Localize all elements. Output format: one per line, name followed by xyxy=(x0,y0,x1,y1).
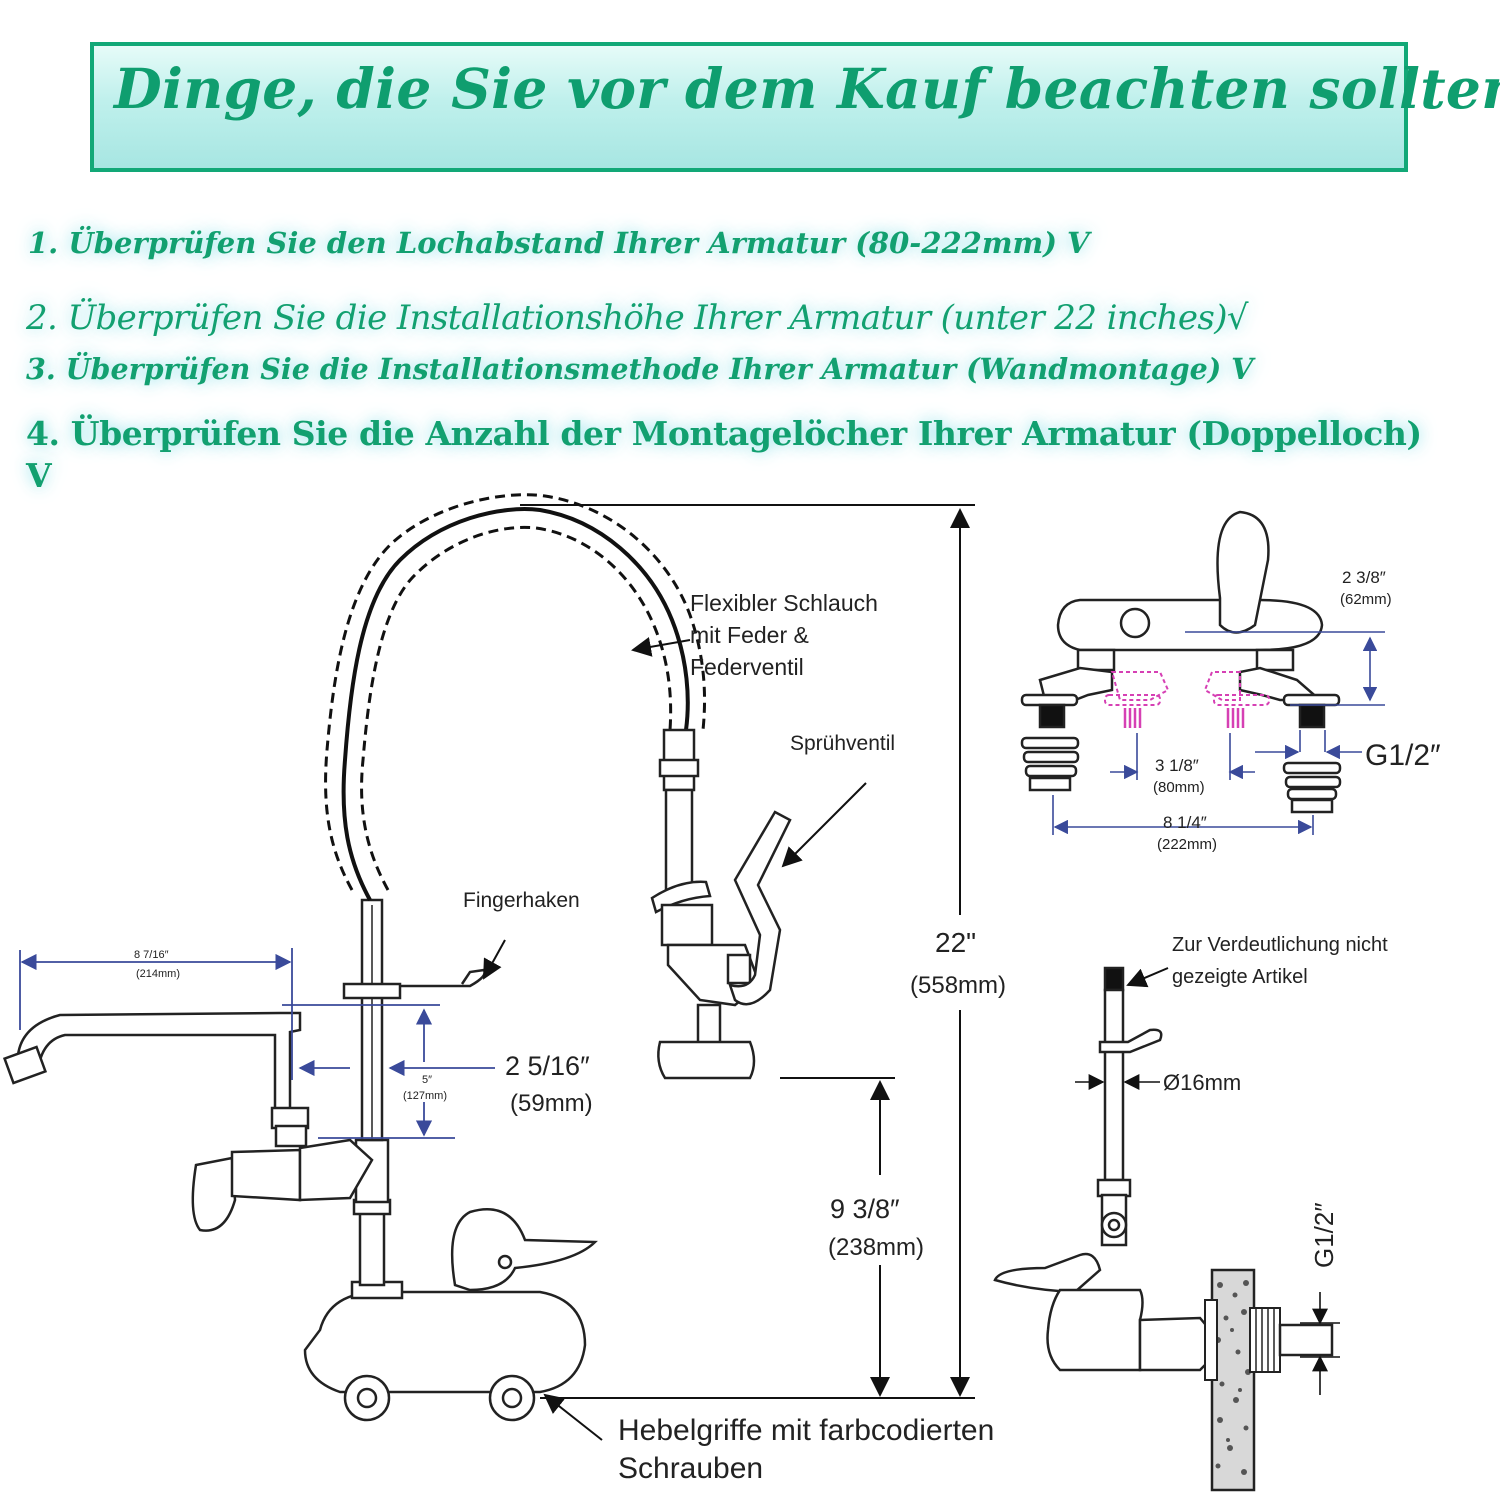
body-height-mm-label: (62mm) xyxy=(1340,591,1392,608)
spray-nozzle xyxy=(657,1040,756,1080)
faucet-base-body xyxy=(303,1290,587,1394)
check-item-installation-method: 3. Überprüfen Sie die Installationsmetho… xyxy=(26,352,1254,386)
spray-valve-label: Sprühventil xyxy=(790,732,895,755)
riser-pipe-lower xyxy=(358,1208,386,1287)
inset-dimension-lines xyxy=(1052,631,1385,835)
check-item-hole-spacing: 1. Überprüfen Sie den Lochabstand Ihrer … xyxy=(28,226,1090,260)
spray-head xyxy=(664,788,694,892)
riser-diameter-label: Ø16mm xyxy=(1163,1070,1241,1095)
spray-valve-lever xyxy=(728,810,792,1006)
faucet-diagram: Flexibler Schlauch mit Feder & Federvent… xyxy=(2,493,1441,1492)
height-in-label: 22" xyxy=(935,927,976,958)
hose-label: Flexibler Schlauch mit Feder & Federvent… xyxy=(690,590,884,680)
inlet-spacing-max-in-label: 8 1/4″ xyxy=(1163,813,1207,832)
check-item-mounting-holes: 4. Überprüfen Sie die Anzahl der Montage… xyxy=(26,414,1422,453)
check-item-installation-height: 2. Überprüfen Sie die Installationshöhe … xyxy=(26,298,1249,338)
body-height-in-label: 2 3/8″ xyxy=(1342,568,1386,587)
thread-side-label: G1/2″ xyxy=(1309,1202,1339,1268)
check-item-mounting-holes-mark: V xyxy=(26,456,52,495)
finger-hook xyxy=(342,982,402,1000)
page-title: Dinge, die Sie vor dem Kauf beachten sol… xyxy=(114,56,1500,121)
main-dimension-lines xyxy=(520,504,975,1399)
spout-offset-mm-label: (59mm) xyxy=(510,1090,593,1117)
hook-offset-mm-label: (127mm) xyxy=(403,1090,447,1102)
wall-mount-illustration xyxy=(993,966,1212,1372)
spout-reach-mm-label: (214mm) xyxy=(136,968,180,980)
wall-dimension-lines xyxy=(1075,1074,1340,1395)
spray-height-in-label: 9 3/8″ xyxy=(830,1194,900,1224)
spring-hose xyxy=(341,507,690,901)
base-inset-illustration xyxy=(1020,510,1342,814)
spout-reach-in-label: 8 7/16″ xyxy=(134,949,169,961)
riser-pipe-detail xyxy=(1103,988,1125,1182)
not-shown-label: Zur Verdeutlichung nicht gezeigte Artike… xyxy=(1172,934,1393,988)
spout xyxy=(16,1011,302,1112)
hook-offset-in-label: 5″ xyxy=(422,1074,432,1086)
finger-hook-label: Fingerhaken xyxy=(463,889,580,912)
faucet-illustration xyxy=(2,493,792,1422)
spray-height-mm-label: (238mm) xyxy=(828,1234,924,1261)
thread-top-label: G1/2″ xyxy=(1365,739,1441,772)
alternate-inlet-highlight xyxy=(1104,671,1270,706)
callout-leaders xyxy=(483,637,1169,1441)
inset-body xyxy=(1056,598,1324,652)
inlet-spacing-min-mm-label: (80mm) xyxy=(1153,779,1205,796)
spout-offset-in-label: 2 5/16″ xyxy=(505,1051,590,1081)
wall-lever-handle xyxy=(993,1252,1102,1294)
height-mm-label: (558mm) xyxy=(910,972,1006,999)
lever-label: Hebelgriffe mit farbcodierten Schrauben xyxy=(618,1414,1003,1485)
blue-dimension-lines xyxy=(19,948,495,1139)
title-banner: Dinge, die Sie vor dem Kauf beachten sol… xyxy=(90,42,1500,172)
lever-handle xyxy=(450,1207,598,1292)
inlet-spacing-max-mm-label: (222mm) xyxy=(1157,836,1217,853)
inlet-spacing-min-in-label: 3 1/8″ xyxy=(1155,756,1199,775)
wall-section xyxy=(1204,1268,1334,1492)
